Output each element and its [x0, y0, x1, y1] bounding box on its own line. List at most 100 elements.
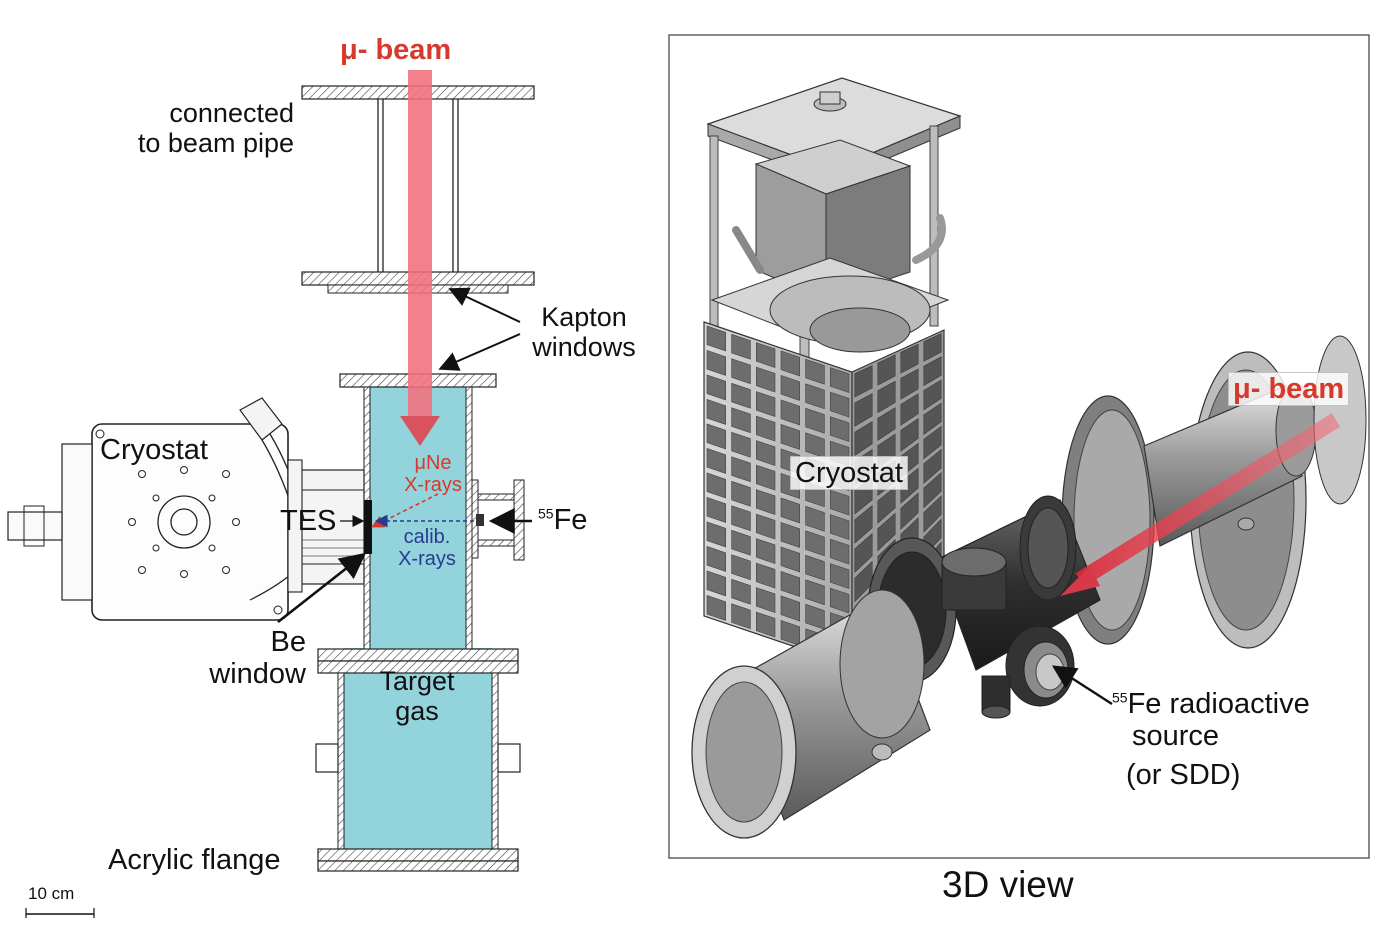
kapton-arrow-lower — [438, 333, 521, 371]
3d-view-caption: 3D view — [942, 864, 1074, 905]
kapton-label: Kapton windows — [516, 302, 652, 362]
source-superscript: 55 — [1112, 689, 1128, 706]
grid-cell-left — [780, 374, 801, 401]
kapton-label-line2: windows — [532, 332, 636, 363]
beam-pipe-label-line1: connected — [169, 98, 294, 128]
grid-cell-left — [755, 611, 776, 638]
grid-cell-left — [755, 464, 776, 491]
grid-cell-right — [923, 495, 942, 533]
grid-cell-left — [755, 538, 776, 565]
be-window-label: Be window — [186, 626, 306, 691]
grid-cell-right — [877, 380, 896, 414]
acrylic-flange-label: Acrylic flange — [108, 844, 281, 876]
grid-cell-left — [780, 497, 801, 524]
grid-cell-left — [731, 578, 751, 605]
grid-cell-left — [829, 563, 850, 590]
grid-cell-right — [854, 504, 873, 544]
calib-xrays-line2: X-rays — [398, 548, 456, 571]
grid-cell-right — [877, 354, 896, 386]
beam-line-3d — [1075, 413, 1341, 587]
grid-cell-left — [829, 538, 850, 565]
grid-cell-right — [923, 425, 942, 460]
kapton-label-line1: Kapton — [541, 302, 627, 332]
grid-cell-left — [805, 407, 825, 434]
grid-cell-right — [923, 333, 942, 362]
grid-cell-right — [877, 512, 896, 552]
mune-xrays-label: μNe X-rays — [390, 452, 476, 497]
grid-cell-left — [755, 513, 776, 540]
tes-label: TES — [280, 505, 337, 537]
grid-cell-left — [805, 579, 825, 606]
be-window-mark — [364, 500, 372, 554]
source-line2: source — [1132, 720, 1220, 753]
scale-label: 10 cm — [28, 884, 75, 903]
beam-label-left: μ- beam — [340, 34, 452, 66]
grid-cell-left — [805, 554, 825, 581]
grid-cell-right — [900, 343, 919, 374]
fe55-superscript: 55 — [538, 505, 554, 522]
3d-view — [668, 34, 1370, 859]
grid-cell-left — [706, 398, 727, 425]
grid-cell-right — [877, 486, 896, 524]
grid-cell-left — [755, 342, 776, 369]
grid-cell-left — [780, 350, 801, 377]
grid-cell-left — [780, 570, 801, 597]
grid-cell-left — [706, 570, 727, 597]
grid-cell-left — [805, 505, 825, 532]
grid-cell-left — [829, 391, 850, 418]
fe55-label: 55Fe — [538, 504, 587, 536]
grid-cell-right — [900, 418, 919, 452]
grid-cell-left — [805, 383, 825, 410]
source-line1: Fe radioactive — [1127, 688, 1310, 720]
grid-cell-right — [854, 420, 873, 456]
acrylic-flange-part — [317, 848, 519, 862]
cross-section — [7, 70, 535, 918]
grid-cell-right — [900, 467, 919, 504]
target-gas-label: Target gas — [360, 666, 474, 726]
grid-cell-right — [854, 365, 873, 398]
mune-xrays-line2: X-rays — [404, 474, 462, 497]
target-gas-region — [344, 387, 492, 860]
target-gas-line1: Target — [379, 666, 455, 696]
cryostat-label-3d: Cryostat — [790, 456, 908, 491]
grid-cell-left — [706, 325, 727, 352]
grid-cell-left — [829, 587, 850, 614]
grid-cell-left — [805, 530, 825, 557]
grid-cell-left — [706, 349, 727, 376]
grid-cell-left — [706, 521, 727, 548]
beam-pipe-label: connected to beam pipe — [84, 98, 294, 158]
grid-cell-left — [731, 382, 751, 409]
cryostat-label-left: Cryostat — [100, 434, 208, 466]
grid-cell-right — [854, 532, 873, 573]
grid-cell-left — [731, 529, 751, 556]
cryostat-section — [7, 397, 305, 621]
grid-cell-left — [805, 358, 825, 385]
target-gas-line2: gas — [395, 696, 439, 727]
grid-cell-left — [731, 456, 751, 483]
grid-cell-right — [854, 393, 873, 427]
calib-xrays-line1: calib. — [403, 526, 451, 548]
beam-line-left — [408, 70, 432, 420]
be-window-line2: window — [209, 658, 306, 691]
source-arrow — [1051, 665, 1113, 706]
grid-cell-right — [923, 402, 942, 435]
be-window-line1: Be — [270, 626, 306, 658]
source-line3: (or SDD) — [1126, 758, 1241, 791]
beam-label-3d: μ- beam — [1228, 372, 1350, 407]
grid-cell-left — [829, 514, 850, 541]
grid-cell-right — [923, 472, 942, 509]
grid-cell-left — [755, 415, 776, 442]
grid-cell-left — [829, 416, 850, 443]
grid-cell-left — [755, 440, 776, 467]
fe55-source — [476, 514, 484, 526]
grid-cell-left — [706, 423, 727, 450]
grid-cell-left — [755, 489, 776, 516]
grid-cell-right — [900, 393, 919, 426]
grid-cell-left — [755, 587, 776, 614]
grid-cell-left — [755, 562, 776, 589]
grid-cell-right — [877, 407, 896, 441]
fe55-text: Fe — [553, 504, 588, 536]
grid-cell-left — [706, 545, 727, 572]
